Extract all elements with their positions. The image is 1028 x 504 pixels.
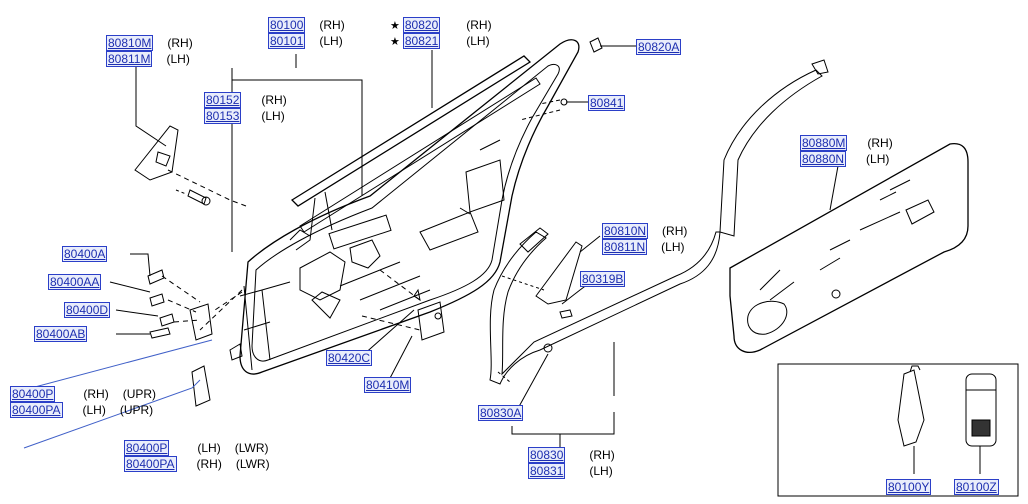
side-label: (RH) xyxy=(867,136,893,150)
part-80100Y[interactable]: 80100Y xyxy=(886,479,932,495)
door-shell-drawing xyxy=(239,39,580,375)
part-80811N[interactable]: 80811N xyxy=(602,239,648,255)
side-label: (RH) xyxy=(261,93,287,107)
position-label: (LWR) xyxy=(235,457,270,471)
part-80880M[interactable]: 80880M xyxy=(800,135,848,151)
part-80100[interactable]: 80100 xyxy=(268,17,306,33)
part-80810N[interactable]: 80810N xyxy=(602,223,649,239)
side-label: (LH) xyxy=(197,441,221,455)
part-80400P-upper[interactable]: 80400P xyxy=(10,386,56,402)
part-80153[interactable]: 80153 xyxy=(204,108,242,124)
leader-lines xyxy=(15,45,839,449)
part-80820A[interactable]: 80820A xyxy=(636,39,682,55)
lock-drawing xyxy=(361,269,445,341)
side-label: (LH) xyxy=(589,464,613,478)
part-80400D[interactable]: 80400D xyxy=(64,302,111,318)
part-80420C[interactable]: 80420C xyxy=(326,350,373,366)
weatherstrip-drawing xyxy=(489,59,829,385)
side-label: (LH) xyxy=(661,240,685,254)
part-80830[interactable]: 80830 xyxy=(528,447,566,463)
part-80830A[interactable]: 80830A xyxy=(478,405,524,421)
hinges-drawing xyxy=(147,269,243,407)
side-label: (RH) xyxy=(167,36,193,50)
side-label: (LH) xyxy=(166,52,190,66)
side-label: (RH) xyxy=(319,18,345,32)
star-icon: ★ xyxy=(390,36,400,48)
part-80820[interactable]: 80820 xyxy=(402,17,441,33)
inner-panel-piece-drawing xyxy=(519,227,583,319)
position-label: (UPR) xyxy=(122,387,157,401)
part-80400P-lower[interactable]: 80400P xyxy=(124,440,170,456)
side-label: (RH) xyxy=(589,448,615,462)
part-80101[interactable]: 80101 xyxy=(268,33,306,49)
side-label: (RH) xyxy=(83,387,109,401)
accessory-box xyxy=(777,363,1019,497)
star-icon: ★ xyxy=(390,20,400,32)
side-label: (RH) xyxy=(466,18,492,32)
part-80100Z[interactable]: 80100Z xyxy=(954,479,999,495)
side-label: (RH) xyxy=(662,224,688,238)
part-80841[interactable]: 80841 xyxy=(588,95,626,111)
window-strips-drawing xyxy=(289,55,541,251)
mirror-drawing xyxy=(134,125,247,207)
side-label: (LH) xyxy=(82,403,106,417)
position-label: (LWR) xyxy=(234,441,269,455)
part-80400PA-upper[interactable]: 80400PA xyxy=(10,402,63,418)
position-label: (UPR) xyxy=(119,403,154,417)
side-label: (LH) xyxy=(319,34,343,48)
part-80400PA-lower[interactable]: 80400PA xyxy=(124,456,177,472)
side-label: (LH) xyxy=(466,34,490,48)
door-trim-panel-drawing xyxy=(729,142,969,353)
part-80400AB[interactable]: 80400AB xyxy=(34,326,88,342)
side-label: (RH) xyxy=(196,457,222,471)
side-label: (LH) xyxy=(866,152,890,166)
part-80880N[interactable]: 80880N xyxy=(800,151,847,167)
part-80400A[interactable]: 80400A xyxy=(62,246,108,262)
part-80400AA[interactable]: 80400AA xyxy=(48,274,102,290)
side-label: (LH) xyxy=(261,109,285,123)
bolt-drawing xyxy=(560,37,603,106)
part-80319B[interactable]: 80319B xyxy=(580,271,626,287)
part-80410M[interactable]: 80410M xyxy=(364,377,412,393)
part-80821[interactable]: 80821 xyxy=(402,33,441,49)
part-80831[interactable]: 80831 xyxy=(528,463,566,479)
part-80811M[interactable]: 80811M xyxy=(106,51,153,67)
part-80810M[interactable]: 80810M xyxy=(106,35,154,51)
part-80152[interactable]: 80152 xyxy=(204,92,242,108)
